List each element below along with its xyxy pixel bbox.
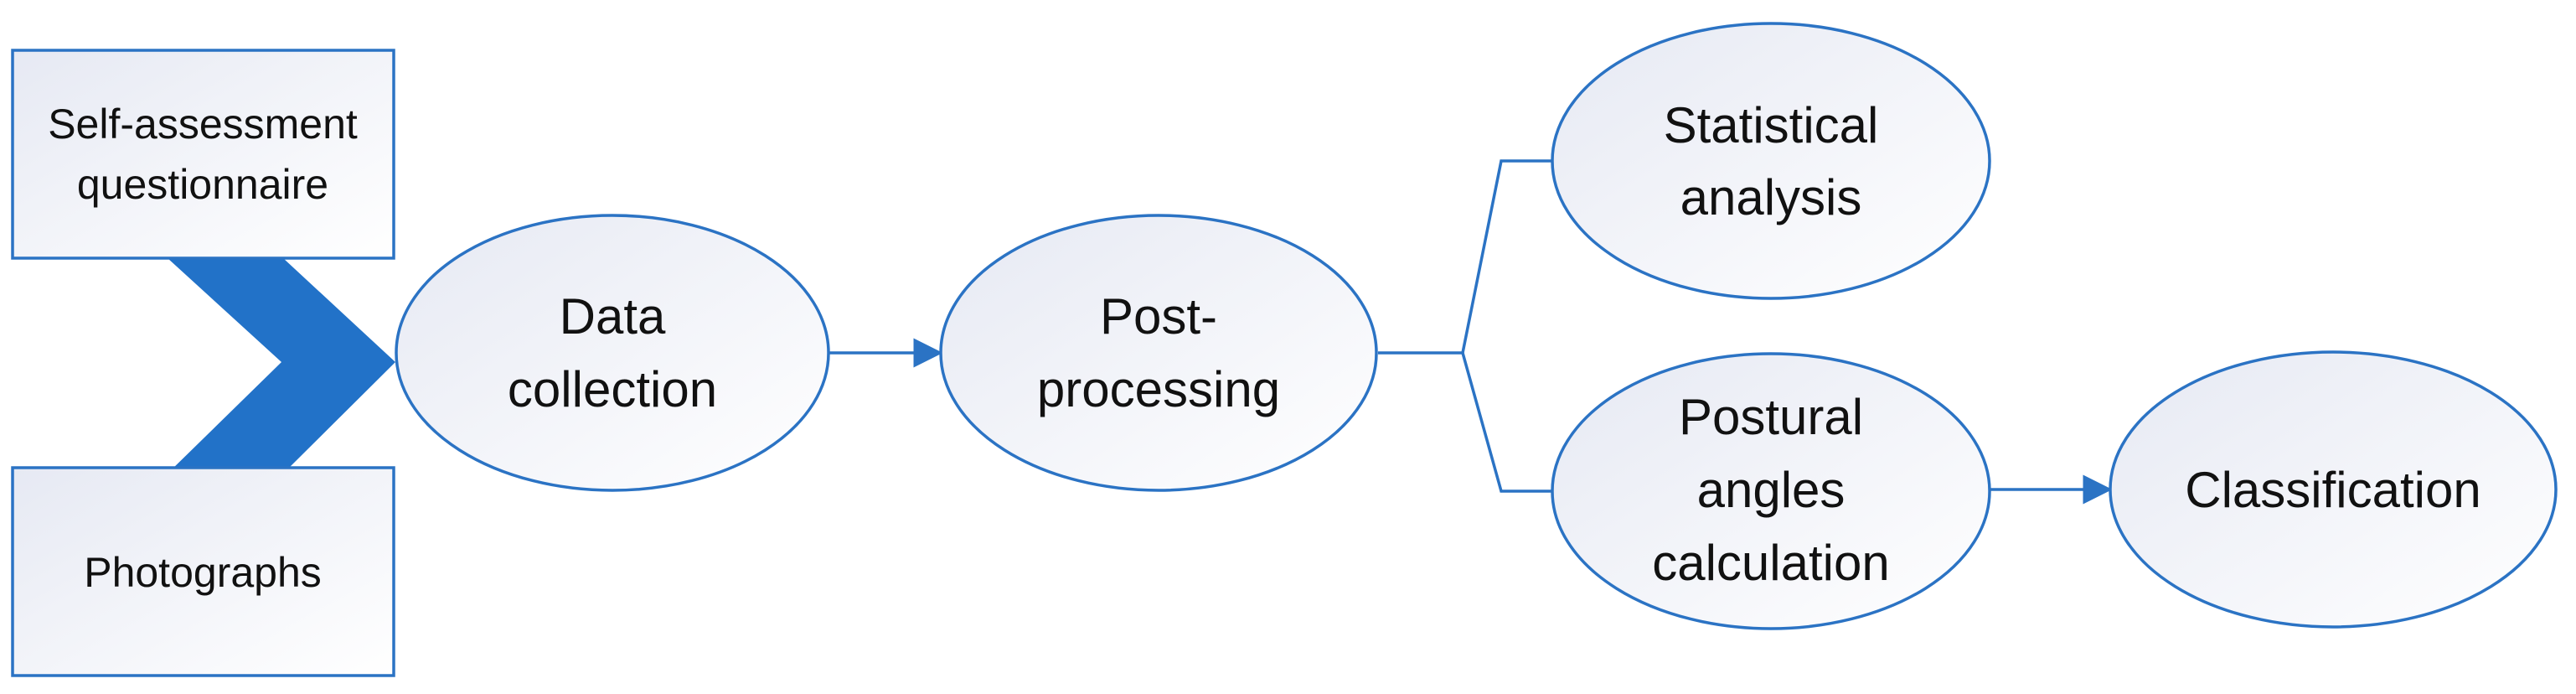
branch-to-postural-angles — [1461, 352, 1551, 493]
data-collection-node — [395, 214, 830, 492]
postural-angles-label-line2: angles — [1697, 462, 1846, 518]
post-processing-node — [939, 214, 1378, 492]
postural-angles-label-line3: calculation — [1652, 535, 1890, 591]
postural-angles-node — [1551, 352, 1991, 630]
post-processing-label-line1: Post- — [1100, 288, 1217, 344]
classification-node — [2109, 350, 2558, 629]
merge-chevron-connector — [168, 258, 395, 474]
data-collection-label-line2: collection — [508, 361, 717, 417]
questionnaire-label-line2: questionnaire — [77, 161, 328, 208]
statistical-analysis-label-line2: analysis — [1680, 169, 1862, 225]
questionnaire-box — [11, 49, 395, 260]
statistical-analysis-node — [1551, 22, 1991, 300]
classification-label: Classification — [2185, 462, 2480, 518]
photographs-box — [11, 466, 395, 677]
postural-angles-label-line1: Postural — [1679, 389, 1863, 445]
branch-to-statistical-analysis — [1461, 159, 1551, 354]
statistical-analysis-label-line1: Statistical — [1664, 97, 1879, 153]
questionnaire-label-line1: Self-assessment — [48, 101, 358, 148]
post-processing-label-line2: processing — [1037, 361, 1280, 417]
data-collection-label-line1: Data — [560, 288, 666, 344]
photographs-label: Photographs — [84, 549, 322, 596]
